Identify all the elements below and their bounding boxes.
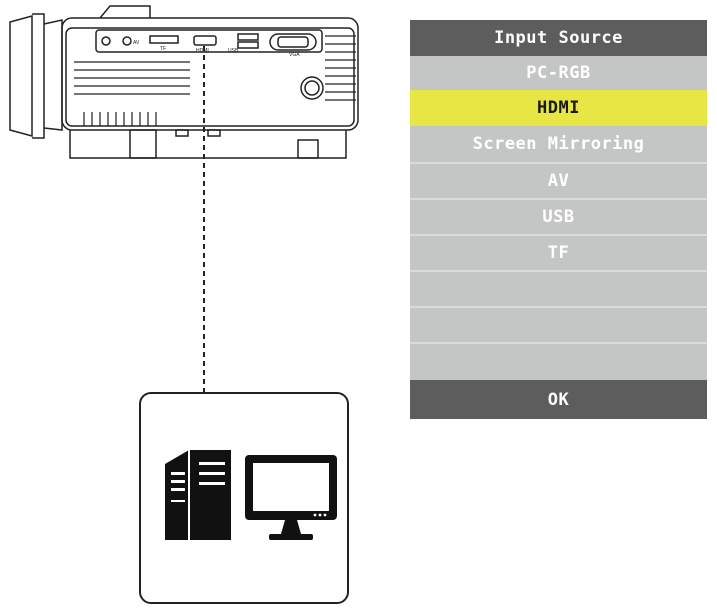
port-label-tf: TF — [160, 46, 166, 52]
menu-item-pc-rgb[interactable]: PC-RGB — [526, 63, 591, 83]
menu-item-tf[interactable]: TF — [410, 234, 707, 270]
menu-item-usb[interactable]: USB — [410, 198, 707, 234]
menu-item-empty-1 — [410, 270, 707, 306]
pc-illustration — [165, 450, 337, 540]
menu-item-empty-2 — [410, 306, 707, 342]
menu-title: Input Source — [410, 20, 707, 56]
port-label-usb: USB — [228, 48, 239, 54]
menu-item-hdmi[interactable]: HDMI — [410, 90, 707, 126]
port-label-vga: VGA — [289, 52, 300, 58]
menu-item-screen-mirroring[interactable]: Screen Mirroring — [472, 134, 645, 154]
ok-button[interactable]: OK — [410, 380, 707, 419]
port-label-hdmi: HDMI — [196, 48, 209, 54]
monitor-icon — [245, 455, 337, 540]
port-label-av: AV — [133, 40, 140, 46]
projector-icon — [9, 5, 359, 159]
pc-box — [139, 392, 349, 604]
pc-tower-icon — [165, 450, 231, 540]
input-source-menu: Input Source PC-RGB HDMI Screen Mirrorin… — [410, 20, 707, 419]
menu-item-empty-3 — [410, 342, 707, 378]
menu-item-av[interactable]: AV — [410, 162, 707, 198]
